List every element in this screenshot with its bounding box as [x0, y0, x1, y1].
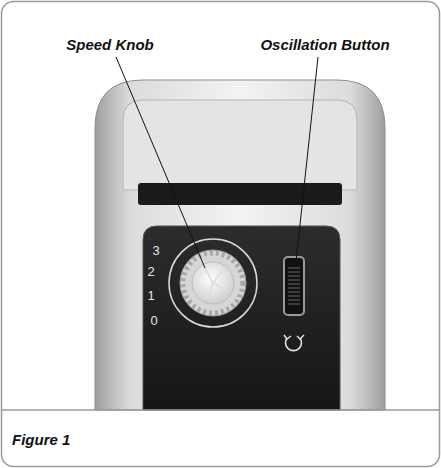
- callout-label: Speed Knob: [66, 37, 154, 54]
- leader-line: [296, 57, 318, 262]
- speed-number: 2: [147, 265, 154, 279]
- fan-housing: [95, 80, 385, 410]
- knob-ring: [169, 239, 257, 327]
- button-ridges: [288, 268, 300, 304]
- speed-number: 0: [150, 314, 157, 328]
- speed-number: 3: [152, 244, 159, 258]
- speed-number: 1: [147, 289, 154, 303]
- control-panel: [143, 226, 340, 410]
- oscillation-icon: [286, 338, 302, 351]
- oscillation-button: [284, 257, 304, 315]
- knob-teeth: [183, 253, 243, 313]
- knob-grip: [180, 250, 246, 316]
- figure-caption: Figure 1: [12, 432, 70, 449]
- handle-recess: [123, 100, 357, 190]
- knob-marks: [205, 268, 226, 298]
- knob-cap: [192, 262, 234, 304]
- handle-slot: [138, 183, 342, 205]
- oscillation-icon-arrows: [284, 335, 304, 339]
- callout-label: Oscillation Button: [260, 37, 389, 54]
- leader-line: [116, 57, 205, 268]
- caption-rule: [2, 409, 440, 411]
